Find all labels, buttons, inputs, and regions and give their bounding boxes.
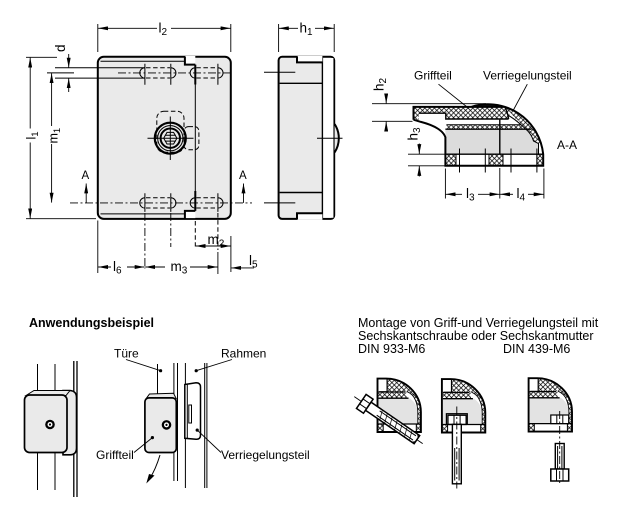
svg-text:h3: h3	[406, 127, 424, 141]
svg-text:m1: m1	[47, 128, 64, 144]
svg-text:h2: h2	[372, 77, 390, 91]
svg-text:Verriegelungsteil: Verriegelungsteil	[483, 69, 572, 83]
svg-text:Anwendungsbeispiel: Anwendungsbeispiel	[29, 316, 154, 330]
svg-text:Griffteil: Griffteil	[96, 448, 134, 462]
svg-text:l5: l5	[249, 253, 258, 271]
svg-text:Türe: Türe	[114, 347, 139, 361]
svg-text:l4: l4	[517, 186, 526, 204]
svg-text:l6: l6	[113, 259, 122, 277]
svg-text:DIN 439-M6: DIN 439-M6	[503, 342, 570, 356]
svg-text:Griffteil: Griffteil	[414, 69, 452, 83]
svg-text:Verriegelungsteil: Verriegelungsteil	[221, 448, 310, 462]
svg-text:l1: l1	[25, 131, 42, 139]
svg-text:DIN 933-M6: DIN 933-M6	[358, 342, 425, 356]
svg-text:Sechskantschraube oder Sechska: Sechskantschraube oder Sechskantmutter	[358, 329, 594, 343]
svg-text:Rahmen: Rahmen	[221, 347, 266, 361]
svg-text:m2: m2	[208, 232, 225, 250]
svg-text:A-A: A-A	[557, 138, 577, 152]
svg-text:l2: l2	[159, 21, 168, 39]
svg-text:d: d	[53, 44, 68, 52]
svg-text:A: A	[239, 170, 247, 182]
svg-text:l3: l3	[466, 186, 475, 204]
svg-text:Montage von Griff-und Verriege: Montage von Griff-und Verriegelungsteil …	[358, 316, 599, 330]
svg-text:A: A	[82, 170, 90, 182]
